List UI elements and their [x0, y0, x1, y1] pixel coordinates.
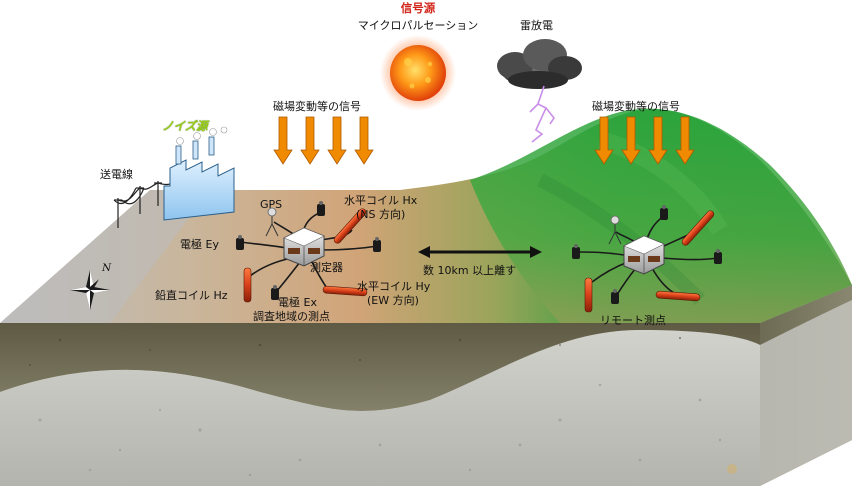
horiz-coil-hx-label: 水平コイル Hx	[344, 194, 418, 207]
magnetic-signal-arrows-left	[273, 116, 374, 165]
magnetic-signal-left-label: 磁場変動等の信号	[273, 100, 361, 113]
north-arrow-icon	[70, 270, 110, 310]
recorder-label: 測定器	[310, 261, 343, 274]
vertical-coil-hz-label: 鉛直コイル Hz	[155, 289, 228, 302]
soil-texture	[29, 336, 682, 366]
survey-station-label: 調査地域の測点	[253, 310, 330, 323]
horiz-coil-hy-label: 水平コイル Hy	[357, 280, 431, 293]
magnetic-signal-right-label: 磁場変動等の信号	[592, 100, 680, 113]
soil-layer	[0, 323, 760, 412]
distance-label: 数 10km 以上離す	[423, 264, 517, 277]
gps-label: GPS	[260, 198, 283, 211]
remote-station-label: リモート測点	[600, 314, 666, 327]
north-label: N	[102, 262, 112, 274]
hx-direction-label: (NS 方向)	[356, 208, 406, 221]
noise-source-label: ノイズ源	[162, 119, 208, 133]
thundercloud-icon	[497, 39, 582, 89]
sun-icon	[390, 45, 446, 101]
signal-source-label: 信号源	[400, 1, 436, 15]
electrode-ex-label: 電極 Ex	[278, 296, 317, 309]
power-line-label: 送電線	[100, 168, 133, 181]
rock-layer	[0, 330, 760, 486]
lightning-icon	[529, 85, 555, 143]
corner-mark	[727, 464, 737, 474]
power-line-icon	[113, 181, 181, 228]
magnetic-signal-arrows-right	[594, 116, 695, 165]
hy-direction-label: (EW 方向)	[367, 294, 419, 307]
electrode-ey-label: 電極 Ey	[180, 238, 219, 251]
rock-texture	[38, 383, 722, 477]
remote-station-equipment	[572, 205, 722, 313]
factory-icon	[163, 126, 235, 221]
micropulsation-label: マイクロパルセーション	[357, 19, 479, 32]
lightning-label: 雷放電	[520, 19, 553, 32]
survey-station-equipment	[236, 201, 381, 303]
